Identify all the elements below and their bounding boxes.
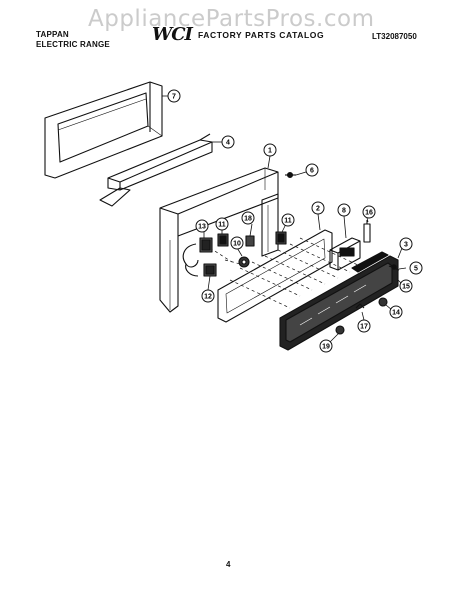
callout-6: 6 [305, 163, 319, 177]
svg-text:12: 12 [204, 294, 212, 301]
catalog-title: FACTORY PARTS CATALOG [197, 29, 325, 40]
callout-7: 7 [167, 89, 181, 103]
part-burner-switch [182, 237, 213, 277]
svg-text:13: 13 [198, 224, 206, 231]
part-knob-19 [335, 325, 345, 335]
brand-name: TAPPAN [36, 30, 69, 39]
part-screw-5 [388, 264, 400, 271]
part-trim-bar [99, 133, 213, 207]
svg-text:6: 6 [310, 168, 314, 175]
svg-text:4: 4 [226, 140, 230, 147]
watermark: AppliancePartsPros.com [88, 6, 375, 32]
svg-text:2: 2 [316, 206, 320, 213]
callout-14: 14 [389, 305, 403, 319]
svg-text:17: 17 [360, 324, 368, 331]
svg-text:1: 1 [268, 148, 272, 155]
svg-text:15: 15 [402, 284, 410, 291]
callout-19: 19 [319, 339, 333, 353]
svg-text:5: 5 [414, 266, 418, 273]
part-switch-11b [275, 231, 287, 245]
svg-text:18: 18 [244, 216, 252, 223]
callout-10: 10 [230, 236, 244, 250]
callout-16: 16 [362, 205, 376, 219]
svg-text:8: 8 [342, 208, 346, 215]
callout-11-left: 11 [215, 217, 229, 231]
svg-text:16: 16 [365, 210, 373, 217]
callout-1: 1 [263, 143, 277, 157]
catalog-number: LT32087050 [372, 32, 417, 41]
catalog-heading: WCI FACTORY PARTS CATALOG [152, 24, 324, 45]
callout-5: 5 [409, 261, 423, 275]
part-control-panel [217, 229, 333, 323]
part-infinite-switch [203, 263, 217, 277]
part-switch-11a [217, 233, 229, 247]
part-clip [355, 303, 365, 309]
callout-18: 18 [241, 211, 255, 225]
wci-logo: WCI [152, 24, 193, 45]
callout-2: 2 [311, 201, 325, 215]
svg-text:14: 14 [392, 310, 400, 317]
part-lamp-socket [245, 235, 255, 247]
product-type: ELECTRIC RANGE [36, 40, 110, 49]
page-number: 4 [226, 560, 231, 569]
callout-12: 12 [201, 289, 215, 303]
callout-15: 15 [399, 279, 413, 293]
header-brand: TAPPAN ELECTRIC RANGE [36, 30, 110, 50]
svg-text:11: 11 [218, 222, 226, 229]
part-knob-14 [378, 297, 388, 307]
svg-text:11: 11 [284, 218, 292, 225]
part-timer-module [329, 237, 361, 271]
part-switch [363, 220, 371, 243]
svg-text:19: 19 [322, 344, 330, 351]
callout-4: 4 [221, 135, 235, 149]
svg-text:10: 10 [233, 241, 241, 248]
callout-8: 8 [337, 203, 351, 217]
callout-3: 3 [399, 237, 413, 251]
callout-11-right: 11 [281, 213, 295, 227]
callout-17: 17 [357, 319, 371, 333]
part-back-panel [44, 81, 163, 179]
part-screw [285, 171, 296, 179]
svg-text:7: 7 [172, 94, 176, 101]
callout-13: 13 [195, 219, 209, 233]
part-knob-shaft [238, 256, 250, 268]
callout-labels: 7 4 1 6 2 8 16 18 11 13 11 10 3 5 15 12 … [167, 89, 423, 353]
svg-text:3: 3 [404, 242, 408, 249]
part-front-face-panel [279, 251, 399, 351]
